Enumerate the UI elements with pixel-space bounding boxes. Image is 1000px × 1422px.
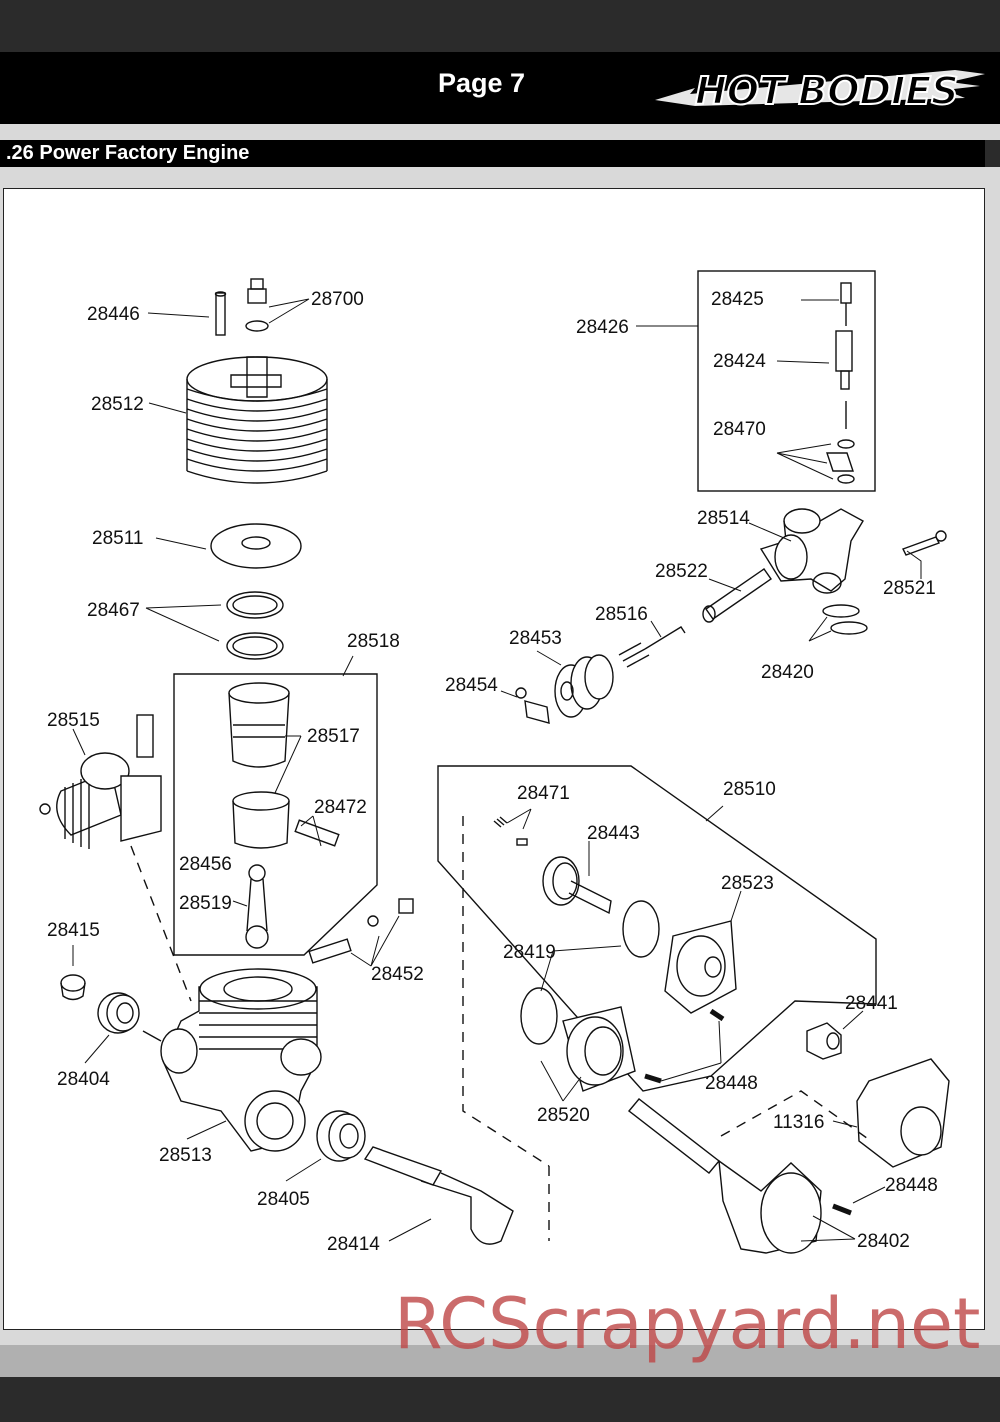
piston-sleeve-box [173, 673, 378, 956]
label-28521: 28521 [883, 578, 936, 599]
label-28522: 28522 [655, 561, 708, 582]
pin-28452 [308, 898, 414, 964]
label-28515: 28515 [47, 710, 100, 731]
label-28452: 28452 [371, 964, 424, 985]
page-number: Page 7 [438, 68, 526, 98]
watermark: RCScrapyard.net [394, 1283, 981, 1365]
label-28453: 28453 [509, 628, 562, 649]
label-28404: 28404 [57, 1069, 110, 1090]
bearing-28415 [60, 974, 86, 1001]
screw-28521 [902, 530, 947, 556]
bearing-28405 [316, 1110, 366, 1162]
carb-body-28514 [759, 508, 864, 594]
piston-28456 [232, 791, 290, 849]
crankcase-28513 [160, 968, 322, 1152]
brand-text: HOT BODIES [695, 69, 959, 113]
label-28420: 28420 [761, 662, 814, 683]
label-28471: 28471 [517, 783, 570, 804]
fitting-28454 [515, 687, 550, 724]
spring-28516 [618, 626, 686, 668]
top-band [0, 0, 1000, 52]
part-labels: 28446 28700 28512 28511 28467 28518 2851… [47, 289, 938, 1255]
label-28402: 28402 [857, 1231, 910, 1252]
label-28520: 28520 [537, 1105, 590, 1126]
footer-band [0, 1377, 1000, 1422]
label-28472: 28472 [314, 797, 367, 818]
label-28448-b: 28448 [885, 1175, 938, 1196]
wrist-pin-28472 [294, 819, 340, 847]
label-28448-a: 28448 [705, 1073, 758, 1094]
o-rings-28420 [822, 604, 868, 635]
label-28516: 28516 [595, 604, 648, 625]
footer-strip [0, 1345, 1000, 1377]
label-28511: 28511 [92, 528, 143, 549]
gasket-bottom [226, 632, 284, 660]
section-title: .26 Power Factory Engine [6, 142, 250, 164]
label-28514: 28514 [697, 508, 750, 529]
section-bar [0, 140, 985, 167]
label-28424: 28424 [713, 351, 766, 372]
label-28454: 28454 [445, 675, 498, 696]
label-28510: 28510 [723, 779, 776, 800]
sleeve-28517 [228, 682, 290, 768]
exploded-diagram: 28446 28700 28512 28511 28467 28518 2851… [39, 270, 950, 1255]
glow-plug-28700 [245, 278, 269, 332]
head-button-28511 [210, 523, 302, 569]
label-28512: 28512 [91, 394, 144, 415]
label-28517: 28517 [307, 726, 360, 747]
needle-assembly-box [697, 270, 876, 492]
label-28446: 28446 [87, 304, 140, 325]
fuel-nipple-28470 [826, 439, 855, 484]
o-ring-28419-a [622, 900, 660, 958]
grey-strip [0, 124, 1000, 140]
label-28519: 28519 [179, 893, 232, 914]
starter-28402 [627, 1098, 852, 1254]
bearing-28404 [97, 992, 140, 1034]
label-28523: 28523 [721, 873, 774, 894]
label-28425: 28425 [711, 289, 764, 310]
label-28414: 28414 [327, 1234, 380, 1255]
label-28513: 28513 [159, 1145, 212, 1166]
conrod-28519 [245, 864, 269, 949]
label-28700: 28700 [311, 289, 364, 310]
label-28518: 28518 [347, 631, 400, 652]
boot-28453 [554, 654, 614, 718]
housing-28520 [562, 1006, 636, 1092]
label-28415: 28415 [47, 920, 100, 941]
label-28467: 28467 [87, 600, 140, 621]
label-28470: 28470 [713, 419, 766, 440]
label-28419: 28419 [503, 942, 556, 963]
shaft-28443 [542, 856, 612, 915]
carburetor-28515 [39, 714, 162, 849]
tube-28522 [702, 568, 772, 623]
crankshaft-28414 [363, 1146, 514, 1245]
brand-logo: HOT BODIES [655, 68, 985, 114]
label-28456: 28456 [179, 854, 232, 875]
label-28405: 28405 [257, 1189, 310, 1210]
label-28443: 28443 [587, 823, 640, 844]
o-ring-28419-b [520, 987, 558, 1045]
backplate-28523 [664, 920, 737, 1014]
rear-assembly-box [437, 765, 877, 1092]
cylinder-head-28512 [186, 356, 328, 484]
housing-11316 [856, 1058, 950, 1168]
spring-28471 [493, 816, 528, 846]
needle-holder-28424 [835, 330, 853, 390]
head-bolt-28446 [214, 291, 227, 336]
label-11316: 11316 [773, 1112, 824, 1133]
label-28426: 28426 [576, 317, 629, 338]
screws-28448 [644, 1008, 725, 1084]
nut-28441 [806, 1022, 842, 1060]
gasket-top [226, 591, 284, 619]
needle-28425 [840, 282, 852, 326]
label-28441: 28441 [845, 993, 898, 1014]
exploded-diagram-panel: 28446 28700 28512 28511 28467 28518 2851… [3, 188, 985, 1330]
